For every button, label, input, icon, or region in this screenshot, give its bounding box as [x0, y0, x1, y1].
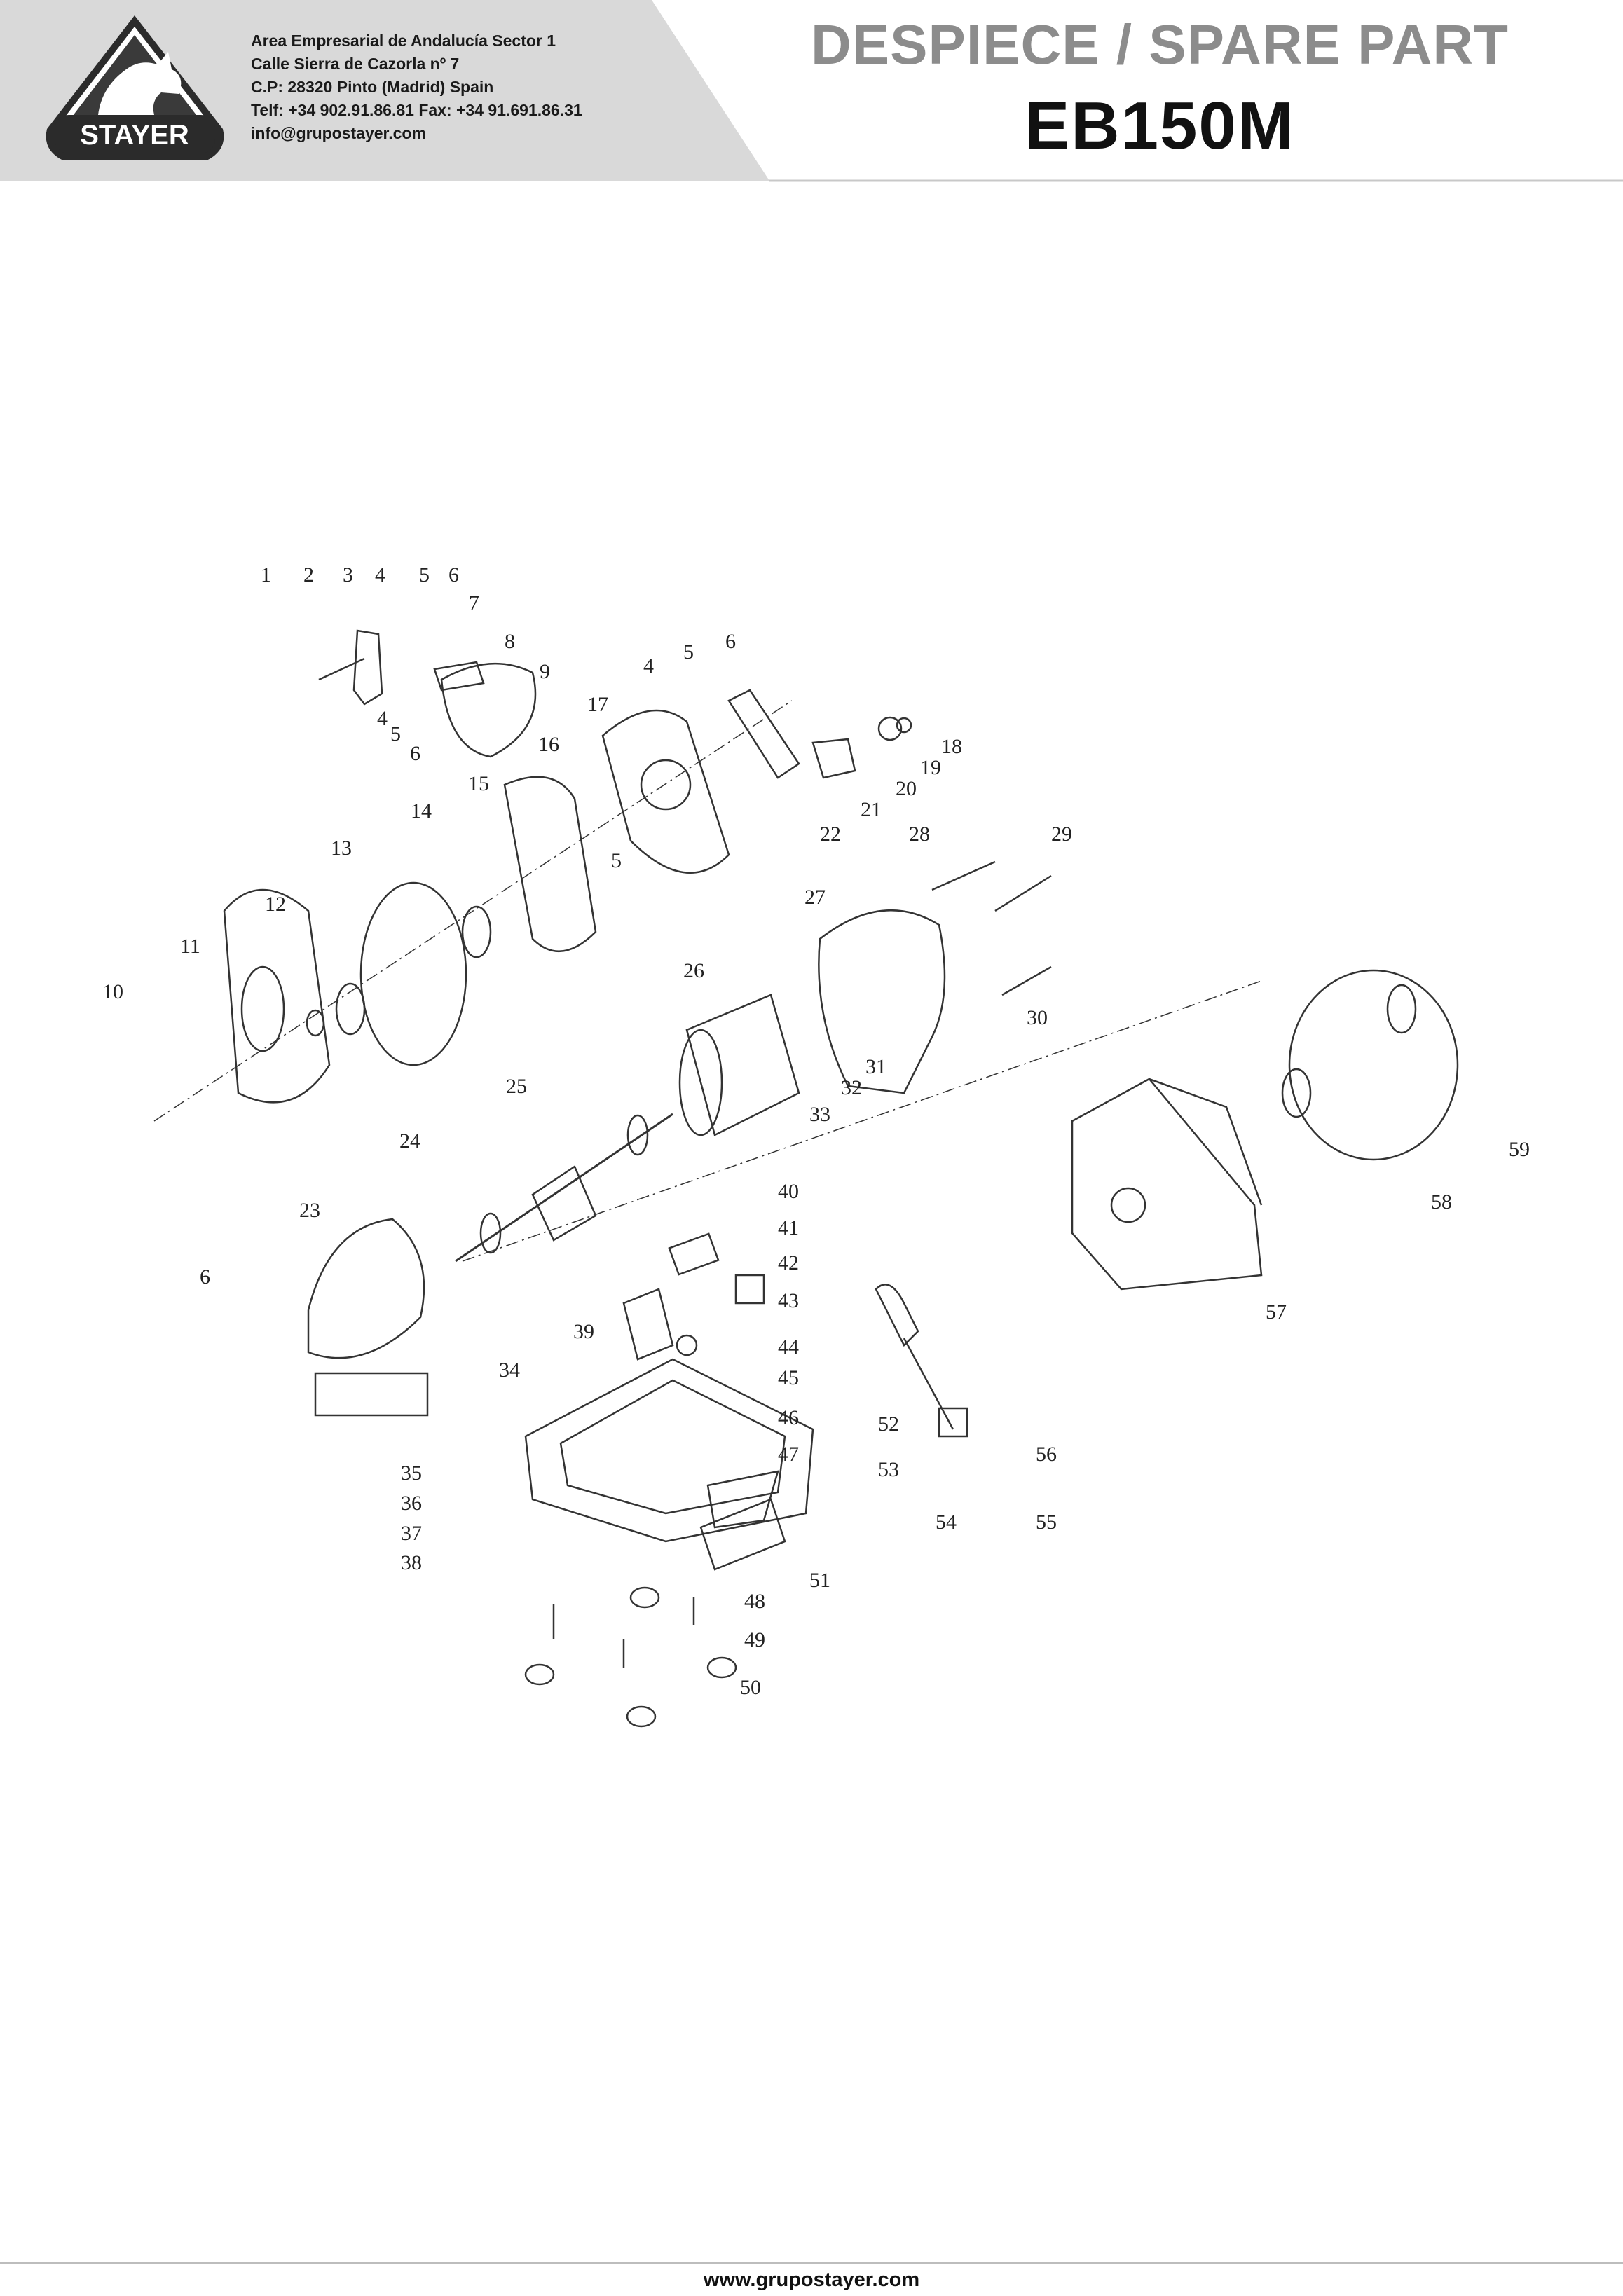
part-label: 16 [538, 733, 559, 756]
stayer-logo: STAYER [35, 10, 235, 178]
part-label: 52 [878, 1412, 899, 1436]
part-label: 5 [611, 849, 622, 872]
part-label: 4 [375, 563, 385, 586]
part-label: 31 [865, 1055, 886, 1078]
part-label: 36 [401, 1492, 422, 1515]
part-label: 6 [725, 630, 736, 653]
part-label: 20 [896, 777, 917, 800]
part-label: 39 [573, 1320, 594, 1343]
part-label: 1 [261, 563, 271, 586]
part-label: 6 [200, 1265, 210, 1288]
part-label: 49 [744, 1628, 765, 1651]
part-label: 50 [740, 1676, 761, 1699]
part-label: 13 [331, 837, 352, 860]
part-label: 29 [1051, 823, 1072, 846]
part-label: 10 [102, 980, 123, 1003]
part-label: 33 [809, 1103, 830, 1126]
part-label: 15 [468, 772, 489, 795]
footer-website-link[interactable]: www.grupostayer.com [703, 2269, 920, 2291]
part-label: 24 [399, 1129, 420, 1153]
part-label: 44 [778, 1335, 799, 1359]
part-label: 34 [499, 1359, 520, 1382]
part-label: 3 [343, 563, 353, 586]
logo-brand: STAYER [80, 120, 189, 151]
part-label: 5 [390, 722, 401, 745]
part-label: 12 [265, 893, 286, 916]
part-label: 4 [643, 654, 654, 678]
part-label: 22 [820, 823, 841, 846]
part-label: 46 [778, 1406, 799, 1429]
part-label: 19 [920, 756, 941, 779]
part-label: 35 [401, 1462, 422, 1485]
part-label: 30 [1027, 1006, 1048, 1029]
part-label: 5 [683, 640, 694, 664]
part-label: 23 [299, 1199, 320, 1222]
part-label: 18 [941, 735, 962, 758]
part-label: 6 [448, 563, 459, 586]
part-label: 4 [377, 707, 388, 730]
part-label: 37 [401, 1522, 422, 1545]
footer-divider [0, 2262, 1623, 2264]
address-line: Area Empresarial de Andalucía Sector 1 [251, 32, 556, 50]
part-label: 51 [809, 1569, 830, 1592]
part-label: 14 [411, 799, 432, 823]
part-label: 25 [506, 1075, 527, 1098]
part-label: 42 [778, 1251, 799, 1274]
part-label: 56 [1036, 1443, 1057, 1466]
part-label: 7 [469, 591, 479, 614]
part-label: 8 [505, 630, 515, 653]
exploded-view-diagram: 1 2 3 4 5 6 7 8 9 6 5 4 4 5 6 17 16 15 5… [102, 563, 1530, 1728]
part-label: 32 [841, 1076, 862, 1099]
part-label: 9 [540, 660, 550, 683]
part-label: 2 [303, 563, 314, 586]
part-label: 58 [1431, 1190, 1452, 1214]
address-line: info@grupostayer.com [251, 124, 426, 142]
part-label: 38 [401, 1551, 422, 1574]
part-label: 5 [419, 563, 430, 586]
part-label: 54 [936, 1511, 957, 1534]
part-label: 27 [804, 886, 826, 909]
part-label: 57 [1266, 1300, 1287, 1324]
part-label: 55 [1036, 1511, 1057, 1534]
part-label: 59 [1509, 1138, 1530, 1161]
part-label: 45 [778, 1366, 799, 1389]
address-line: Telf: +34 902.91.86.81 Fax: +34 91.691.8… [251, 101, 582, 119]
part-label: 41 [778, 1216, 799, 1239]
part-label: 47 [778, 1443, 799, 1466]
part-label: 48 [744, 1590, 765, 1613]
company-address: Area Empresarial de Andalucía Sector 1 C… [251, 29, 582, 145]
part-label: 21 [861, 798, 882, 821]
part-label: 28 [909, 823, 930, 846]
document-title: DESPIECE / SPARE PART [811, 13, 1509, 76]
part-label: 53 [878, 1458, 899, 1481]
part-label: 43 [778, 1289, 799, 1312]
part-label: 40 [778, 1180, 799, 1203]
address-line: C.P: 28320 Pinto (Madrid) Spain [251, 78, 494, 96]
part-label: 17 [587, 693, 608, 716]
part-label: 26 [683, 959, 704, 982]
part-label: 11 [180, 935, 200, 958]
address-line: Calle Sierra de Cazorla nº 7 [251, 55, 460, 73]
part-label: 6 [410, 742, 420, 765]
model-number: EB150M [1025, 88, 1295, 163]
part-number-labels: 1 2 3 4 5 6 7 8 9 6 5 4 4 5 6 17 16 15 5… [102, 563, 1530, 1699]
